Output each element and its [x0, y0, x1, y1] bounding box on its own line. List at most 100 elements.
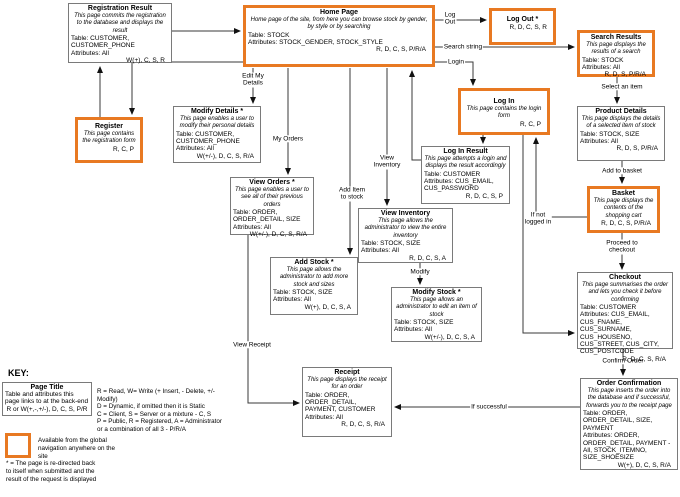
page-table: Table: ORDER, ORDER_DETAIL, SIZE [233, 208, 301, 224]
page-attrs: Attributes: All [273, 296, 311, 304]
edge-label-log-out: Log Out [443, 11, 457, 27]
page-desc: This page allows the administrator to vi… [364, 218, 447, 239]
edge-label-add-item-to-stock: Add Item to stock [337, 186, 367, 202]
page-node-log-in-result: Log In Result This page attempts a login… [421, 146, 510, 204]
page-title: Log Out * [506, 16, 539, 23]
page-desc: This page enables a user to see all of t… [234, 187, 310, 208]
edge-label-if-not-logged-in: If not logged in [523, 211, 553, 227]
page-node-view-inventory: View Inventory This page allows the admi… [358, 208, 453, 263]
key-global-nav-swatch [5, 433, 31, 458]
page-desc: This page commits the registration to th… [74, 13, 166, 34]
key-sample-line1: Table and attributes this page links to … [5, 391, 89, 406]
page-attrs: Attributes: CUS_EMAIL, CUS_FNAME, CUS_SU… [580, 311, 659, 356]
key-legend: R = Read, W= Write (+ Insert, - Delete, … [97, 388, 227, 433]
page-desc: This page summarises the order and lets … [581, 282, 669, 303]
page-title: Basket [612, 190, 635, 197]
page-title: Order Confirmation [596, 380, 662, 387]
page-desc: This page inserts the order into the dat… [586, 388, 672, 409]
page-table: Table: STOCK, SIZE [394, 318, 454, 326]
page-title: Add Stock * [294, 259, 334, 266]
page-desc: This page displays the results of a sear… [586, 42, 646, 56]
key-legend-dynamic: D = Dynamic, if omitted then it is Stati… [97, 403, 205, 411]
page-title: View Orders * [249, 179, 295, 186]
page-table: Table: STOCK [582, 56, 624, 64]
page-desc: This page enables a user to modify their… [179, 116, 255, 130]
page-table: Table: CUSTOMER, CUSTOMER_PHONE [176, 130, 240, 146]
page-title: Register [94, 123, 123, 130]
page-attrs: Attributes: All [176, 145, 214, 153]
page-desc: This page contains the login form [466, 106, 542, 120]
key-legend-read-write: R = Read, W= Write (+ Insert, - Delete, … [97, 388, 215, 403]
page-access: R, D, C, S, P/R/A [601, 219, 651, 227]
edge-label-edit-my-details: Edit My Details [241, 72, 265, 88]
page-title: Modify Stock * [412, 289, 461, 296]
page-desc: This page contains the registration form [82, 131, 136, 145]
key-heading: KEY: [8, 368, 29, 378]
key-sample-line2: R or W(+,-,+/-), D, C, S, P/R [6, 405, 88, 413]
edge-label-search-string: Search string [442, 43, 484, 51]
edge-label-add-to-basket: Add to basket [601, 167, 643, 175]
page-access: R, D, S, P/R/A [616, 145, 658, 153]
page-node-home-page: Home Page Home page of the site, from he… [243, 5, 435, 67]
edge-label-login: Login [447, 58, 465, 66]
page-node-add-stock: Add Stock * This page allows the adminis… [270, 257, 358, 315]
edge-label-select-an-item: Select an item [600, 83, 644, 91]
edge-label-view-inventory: View Inventory [372, 154, 402, 170]
page-node-search-results: Search Results This page displays the re… [577, 30, 655, 79]
page-access: R, D, C, S, R [509, 24, 547, 32]
page-access: R, D, C, S, R/A [622, 355, 666, 363]
page-attrs: Attributes: CUS_EMAIL, CUS_PASSWORD [424, 178, 494, 193]
page-access: W(+/-), D, C, S, R/A [196, 152, 254, 160]
page-table: Table: ORDER, ORDER_DETAIL, SIZE, PAYMEN… [583, 409, 653, 432]
page-attrs: Attributes: All [361, 247, 399, 255]
page-access: R, C, P [520, 120, 541, 128]
page-access: R, D, C, S, A [409, 254, 446, 262]
page-attrs: Attributes: All [305, 413, 343, 421]
key-sample-box: Page Title Table and attributes this pag… [2, 382, 92, 416]
key-global-nav-note: Available from the global navigation any… [38, 437, 116, 460]
edge-label-view-receipt: View Receipt [232, 341, 272, 349]
page-node-log-out: Log Out * R, D, C, S, R [489, 8, 556, 45]
page-attrs: Attributes: All [394, 326, 432, 334]
page-node-receipt: Receipt This page displays the receipt f… [302, 367, 392, 437]
page-table: Table: STOCK [248, 31, 290, 39]
page-access: R, D, S, P/R/A [604, 71, 646, 79]
page-desc: This page displays the details of a sele… [581, 116, 661, 130]
page-table: Table: STOCK, SIZE [580, 130, 640, 138]
page-table: Table: STOCK, SIZE [361, 239, 421, 247]
page-node-basket: Basket This page displays the contents o… [587, 186, 660, 233]
page-attrs: Attributes: All [233, 223, 271, 231]
page-node-modify-details: Modify Details * This page enables a use… [173, 106, 261, 163]
key-legend-public-registered: P = Public, R = Registered, A = Administ… [97, 418, 223, 433]
page-access: W(+), D, C, S, R/A [617, 461, 671, 469]
page-table: Table: CUSTOMER [580, 303, 637, 311]
page-access: W(+/-), D, C, S, A [424, 333, 475, 341]
page-node-product-details: Product Details This page displays the d… [577, 106, 665, 161]
page-desc: This page allows an administrator to edi… [396, 297, 477, 318]
page-attrs: Attributes: All [580, 138, 618, 146]
edge-label-confirm-order: Confirm Order [601, 357, 645, 365]
page-title: Modify Details * [190, 108, 244, 115]
page-desc: This page displays the receipt for an or… [307, 377, 387, 391]
page-title: Log In Result [443, 148, 488, 155]
page-node-log-in: Log In This page contains the login form… [458, 88, 550, 135]
page-title: Registration Result [87, 5, 153, 12]
page-table: Table: STOCK, SIZE [273, 288, 333, 296]
page-table: Table: CUSTOMER [424, 170, 481, 178]
page-title: Log In [493, 98, 515, 105]
page-attrs: Attributes: ORDER, ORDER_DETAIL, PAYMENT… [583, 432, 671, 462]
edge-label-if-successful: If successful [470, 403, 508, 411]
page-node-view-orders: View Orders * This page enables a user t… [230, 177, 314, 238]
edge-label-modify: Modify [409, 268, 431, 276]
page-node-checkout: Checkout This page summarises the order … [577, 272, 673, 363]
page-title: Product Details [595, 108, 647, 115]
edge-label-my-orders: My Orders [271, 135, 305, 143]
page-attrs: Attributes: All [582, 64, 620, 72]
page-access: R, D, C, S, P [465, 192, 503, 200]
page-access: R, C, P [113, 145, 134, 153]
page-title: Search Results [590, 34, 642, 41]
page-title: Receipt [334, 369, 360, 376]
page-title: Home Page [319, 9, 359, 16]
page-access: W(+), C, S, R [126, 57, 165, 65]
